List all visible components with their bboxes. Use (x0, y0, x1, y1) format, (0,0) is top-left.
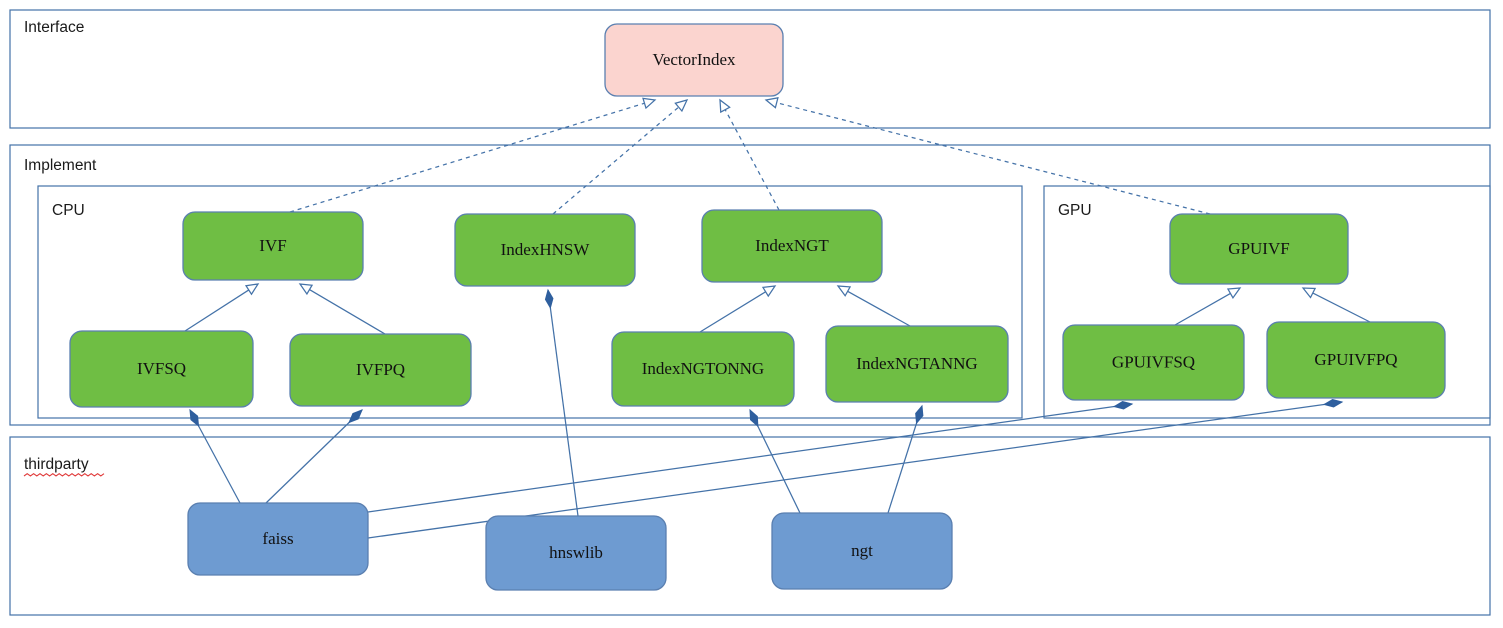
composition-diamond-icon-faiss-gpuivfsq (1112, 400, 1134, 410)
container-interface-label: Interface (24, 19, 84, 36)
node-vectorindex-label: VectorIndex (652, 50, 736, 69)
arrowhead-triangle-icon-indexngtonng-indexngt (761, 285, 777, 298)
node-indexngtonng-rect[interactable] (611, 331, 795, 407)
node-ivfsq-rect[interactable] (69, 330, 254, 408)
edge-faiss-gpuivfpq (367, 401, 1343, 539)
edge-gpuivf-vectorindex (775, 101, 1211, 215)
node-ngt-rect[interactable] (771, 512, 953, 590)
arrowhead-triangle-icon-gpuivfsq-gpuivf (1226, 287, 1242, 299)
node-gpuivfsq-label: GPUIVFSQ (1112, 352, 1195, 371)
edge-layer (184, 101, 1371, 539)
node-indexhnsw-label: IndexHNSW (501, 240, 591, 259)
edge-gpuivfpq-gpuivf (1311, 291, 1371, 323)
edge-indexhnsw-vectorindex (552, 106, 680, 215)
edge-hnswlib-indexhnsw (547, 289, 579, 517)
node-ivfsq-label: IVFSQ (137, 359, 186, 378)
node-faiss-rect[interactable] (187, 502, 369, 576)
composition-diamond-icon-faiss-ivfsq (189, 408, 200, 427)
spellcheck-squiggle-icon (23, 473, 105, 477)
edge-marker-layer (189, 97, 1344, 428)
node-vectorindex[interactable]: VectorIndex (604, 23, 784, 97)
node-faiss-label: faiss (262, 529, 293, 548)
edge-indexngt-vectorindex (724, 108, 780, 211)
node-indexngtanng-rect[interactable] (825, 325, 1009, 403)
node-indexngt-rect[interactable] (701, 209, 883, 283)
node-ngt[interactable]: ngt (771, 512, 953, 590)
arrowhead-triangle-icon-ivf-vectorindex (642, 97, 657, 110)
arrowhead-triangle-icon-ivfsq-ivf (244, 283, 260, 296)
node-hnswlib-label: hnswlib (549, 543, 603, 562)
edge-indexngtonng-indexngt (699, 290, 767, 333)
edge-ivfpq-ivf (308, 288, 386, 335)
container-cpu-label: CPU (52, 202, 85, 219)
container-implement-label: Implement (24, 157, 97, 174)
node-indexngt[interactable]: IndexNGT (701, 209, 883, 283)
node-gpuivfpq-label: GPUIVFPQ (1314, 350, 1397, 369)
node-ivfpq-rect[interactable] (289, 333, 472, 407)
arrowhead-triangle-icon-indexhnsw-vectorindex (674, 99, 689, 113)
node-ivf[interactable]: IVF (182, 211, 364, 281)
node-gpuivfsq-rect[interactable] (1062, 324, 1245, 401)
node-indexngtanng[interactable]: IndexNGTANNG (825, 325, 1009, 403)
composition-diamond-icon-ngt-indexngtanng (915, 404, 924, 425)
node-gpuivf-rect[interactable] (1169, 213, 1349, 285)
node-ngt-label: ngt (851, 541, 873, 560)
arrowhead-triangle-icon-indexngt-vectorindex (719, 98, 731, 114)
node-ivfpq-label: IVFPQ (356, 360, 405, 379)
container-gpu-label: GPU (1058, 202, 1092, 219)
edge-faiss-ivfpq (265, 409, 363, 504)
node-indexngtanng-label: IndexNGTANNG (856, 354, 977, 373)
arrowhead-triangle-icon-gpuivfpq-gpuivf (1301, 287, 1317, 299)
edge-ivf-vectorindex (289, 102, 646, 213)
node-hnswlib-rect[interactable] (485, 515, 667, 591)
composition-diamond-icon-hnswlib-indexhnsw (544, 288, 554, 310)
node-faiss[interactable]: faiss (187, 502, 369, 576)
node-gpuivf[interactable]: GPUIVF (1169, 213, 1349, 285)
edge-faiss-gpuivfsq (367, 403, 1133, 513)
node-gpuivfpq[interactable]: GPUIVFPQ (1266, 321, 1446, 399)
arrowhead-triangle-icon-gpuivf-vectorindex (764, 97, 779, 109)
container-thirdparty-label: thirdparty (24, 456, 89, 473)
edge-ivfsq-ivf (184, 288, 250, 332)
node-hnswlib[interactable]: hnswlib (485, 515, 667, 591)
node-indexngt-label: IndexNGT (755, 236, 829, 255)
node-ivf-rect[interactable] (182, 211, 364, 281)
node-indexngtonng[interactable]: IndexNGTONNG (611, 331, 795, 407)
node-indexhnsw[interactable]: IndexHNSW (454, 213, 636, 287)
node-ivfpq[interactable]: IVFPQ (289, 333, 472, 407)
node-ivfsq[interactable]: IVFSQ (69, 330, 254, 408)
node-indexngtonng-label: IndexNGTONNG (642, 359, 764, 378)
node-vectorindex-rect[interactable] (604, 23, 784, 97)
node-gpuivf-label: GPUIVF (1228, 239, 1289, 258)
edge-gpuivfsq-gpuivf (1174, 292, 1232, 326)
node-ivf-label: IVF (259, 236, 286, 255)
node-indexhnsw-rect[interactable] (454, 213, 636, 287)
composition-diamond-icon-faiss-gpuivfpq (1322, 398, 1344, 408)
composition-diamond-icon-faiss-ivfpq (348, 409, 363, 424)
node-gpuivfpq-rect[interactable] (1266, 321, 1446, 399)
node-gpuivfsq[interactable]: GPUIVFSQ (1062, 324, 1245, 401)
composition-diamond-icon-ngt-indexngtonng (749, 408, 759, 428)
arrowhead-triangle-icon-indexngtanng-indexngt (836, 285, 852, 297)
edge-indexngtanng-indexngt (846, 290, 911, 327)
arrowhead-triangle-icon-ivfpq-ivf (298, 283, 314, 296)
